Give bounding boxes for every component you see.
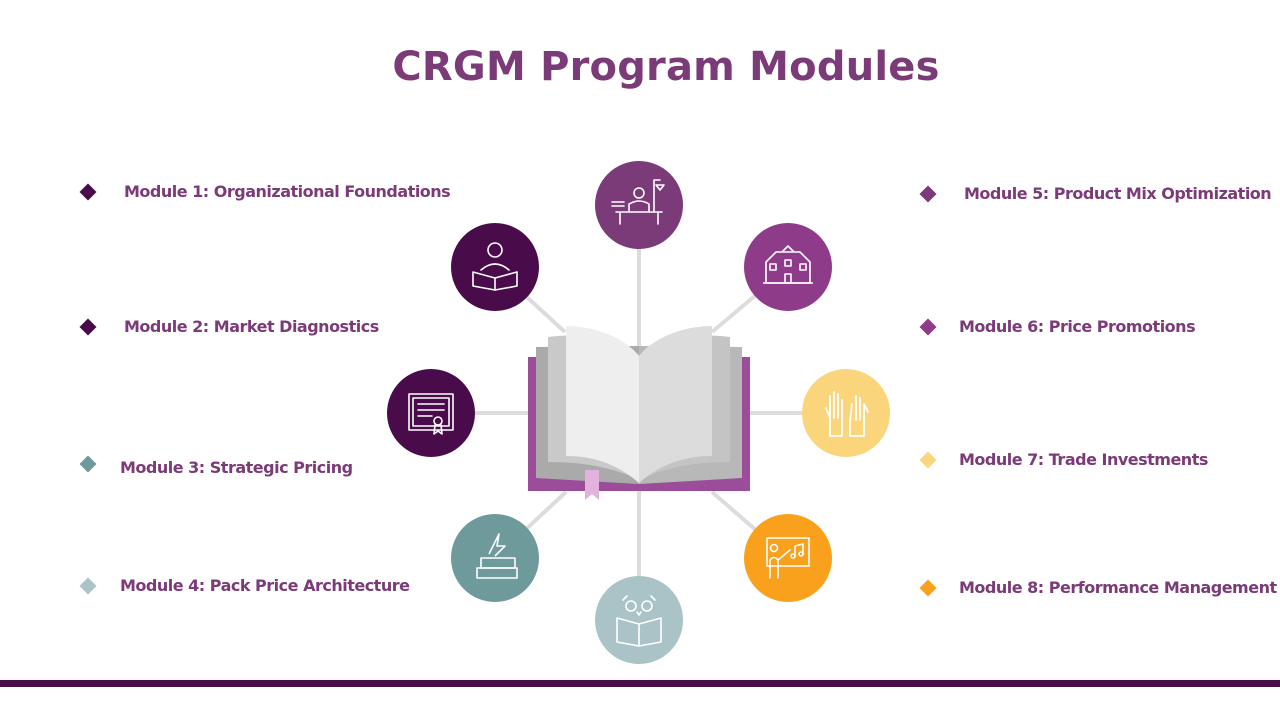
module-3-item: Module 3: Strategic Pricing <box>79 450 353 477</box>
person-reading-icon <box>451 223 539 311</box>
stacked-books-icon <box>451 514 539 602</box>
raised-hands-icon <box>802 369 890 457</box>
module-3-label: Module 3: Strategic Pricing <box>120 458 353 477</box>
module-4-label: Module 4: Pack Price Architecture <box>120 576 410 595</box>
module-5-label: Module 5: Product Mix Optimization <box>964 184 1272 203</box>
module-2-label: Module 2: Market Diagnostics <box>124 317 379 336</box>
student-desk-icon <box>595 161 683 249</box>
school-building-icon <box>744 223 832 311</box>
teacher-board-icon <box>744 514 832 602</box>
module-4-item: Module 4: Pack Price Architecture <box>79 576 410 595</box>
module-7-item: Module 7: Trade Investments <box>919 450 1208 469</box>
module-6-label: Module 6: Price Promotions <box>959 317 1196 336</box>
module-6-item: Module 6: Price Promotions <box>919 317 1196 336</box>
bottom-accent-bar <box>0 680 1280 687</box>
owl-book-icon <box>595 576 683 664</box>
open-book-icon <box>528 326 750 500</box>
module-1-label: Module 1: Organizational Foundations <box>124 182 451 201</box>
page-title: CRGM Program Modules <box>392 44 940 90</box>
module-1-item: Module 1: Organizational Foundations <box>79 182 451 201</box>
module-7-label: Module 7: Trade Investments <box>959 450 1208 469</box>
module-8-label: Module 8: Performance Management <box>959 578 1277 597</box>
module-8-item: Module 8: Performance Management <box>919 578 1277 597</box>
module-5-item: Module 5: Product Mix Optimization <box>919 184 1272 203</box>
module-2-item: Module 2: Market Diagnostics <box>79 317 379 336</box>
certificate-icon <box>387 369 475 457</box>
